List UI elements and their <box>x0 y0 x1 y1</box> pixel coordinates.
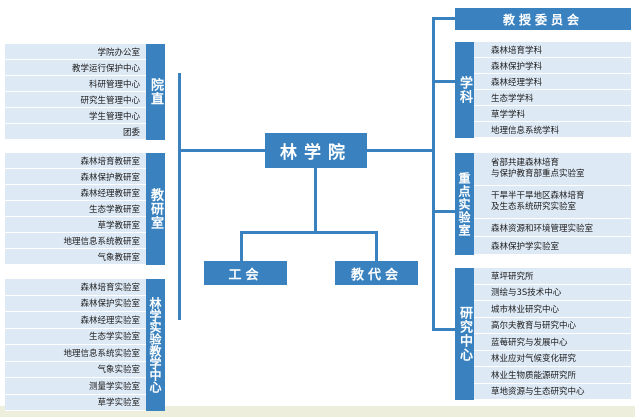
list-item: 干旱半干旱地区森林培育 及生态系统研究实验室 <box>455 186 631 219</box>
list-item: 研究生管理中心 <box>5 92 146 108</box>
list-item: 团委 <box>5 124 146 140</box>
connector-right-top <box>432 17 456 20</box>
list-item: 地理信息系统实验室 <box>5 345 146 362</box>
list-item: 学院办公室 <box>5 44 146 60</box>
list-item: 森林保护实验室 <box>5 295 146 312</box>
list-item: 测绘与3S技术中心 <box>455 284 631 301</box>
list-item: 森林经理实验室 <box>5 312 146 329</box>
connector-right-sys <box>432 210 456 213</box>
list-item: 地理信息系统教研室 <box>5 233 146 249</box>
list-item: 草学学科 <box>455 106 631 122</box>
list-item: 科研管理中心 <box>5 76 146 92</box>
connector-left-center <box>178 149 266 152</box>
list-item: 森林培育教研室 <box>5 153 146 169</box>
list-item: 生态学学科 <box>455 90 631 106</box>
professor-committee-header: 教授委员会 <box>455 8 631 30</box>
teaching-office-header: 教研室 <box>146 153 165 265</box>
list-item: 草坪研究所 <box>455 268 631 285</box>
connector-unions-bar <box>240 231 378 234</box>
list-item: 学生管理中心 <box>5 108 146 124</box>
list-item: 草地资源与生态研究中心 <box>455 383 631 400</box>
bottom-band <box>0 406 635 417</box>
key-lab-list: 省部共建森林培育 与保护教育部重点实验室 干旱半干旱地区森林培育 及生态系统研究… <box>455 153 631 255</box>
list-item: 生态学教研室 <box>5 201 146 217</box>
connector-right-xk <box>432 80 456 83</box>
experiment-center-header: 林学实验教学中心 <box>146 279 165 411</box>
list-item: 草学实验室 <box>5 394 146 411</box>
experiment-center-list: 森林培育实验室 森林保护实验室 森林经理实验室 生态学实验室 地理信息系统实验室… <box>5 279 146 411</box>
list-item: 森林保护学实验室 <box>455 237 631 255</box>
staff-congress-node: 教代会 <box>335 261 418 285</box>
list-item: 森林资源和环境管理实验室 <box>455 219 631 237</box>
list-item: 森林经理教研室 <box>5 185 146 201</box>
list-item: 测量学实验室 <box>5 378 146 395</box>
list-item: 森林培育实验室 <box>5 279 146 296</box>
institute-direct-list: 学院办公室 教学运行保护中心 科研管理中心 研究生管理中心 学生管理中心 团委 <box>5 44 146 140</box>
list-item: 生态学实验室 <box>5 328 146 345</box>
list-item: 森林培育学科 <box>455 42 631 58</box>
list-item: 气象教研室 <box>5 249 146 265</box>
list-item: 蓝莓研究与发展中心 <box>455 334 631 351</box>
connector-union-left <box>240 231 243 261</box>
list-item: 省部共建森林培育 与保护教育部重点实验室 <box>455 153 631 186</box>
connector-right-trunk <box>432 17 435 329</box>
list-item: 森林保护教研室 <box>5 169 146 185</box>
list-item: 城市林业研究中心 <box>455 301 631 318</box>
union-node: 工会 <box>204 261 287 285</box>
institute-direct-header: 院直 <box>146 44 165 140</box>
list-item: 林业应对气候变化研究 <box>455 350 631 367</box>
list-item: 森林保护学科 <box>455 58 631 74</box>
connector-union-right <box>375 231 378 261</box>
list-item: 教学运行保护中心 <box>5 60 146 76</box>
connector-left-trunk <box>178 73 181 320</box>
discipline-list: 森林培育学科 森林保护学科 森林经理学科 生态学学科 草学学科 地理信息系统学科 <box>455 42 631 138</box>
teaching-office-list: 森林培育教研室 森林保护教研室 森林经理教研室 生态学教研室 草学教研室 地理信… <box>5 153 146 265</box>
list-item: 高尔夫教育与研究中心 <box>455 317 631 334</box>
list-item: 气象实验室 <box>5 361 146 378</box>
list-item: 森林经理学科 <box>455 74 631 90</box>
research-center-list: 草坪研究所 测绘与3S技术中心 城市林业研究中心 高尔夫教育与研究中心 蓝莓研究… <box>455 268 631 400</box>
list-item: 草学教研室 <box>5 217 146 233</box>
connector-center-down <box>314 168 317 232</box>
list-item: 地理信息系统学科 <box>455 122 631 138</box>
center-node: 林学院 <box>265 133 367 168</box>
connector-right-rc <box>432 328 456 331</box>
key-lab-header: 重点实验室 <box>455 153 474 255</box>
research-center-header: 研究中心 <box>455 268 474 400</box>
list-item: 林业生物质能源研究所 <box>455 367 631 384</box>
connector-right-center <box>366 149 434 152</box>
discipline-header: 学科 <box>455 42 474 138</box>
